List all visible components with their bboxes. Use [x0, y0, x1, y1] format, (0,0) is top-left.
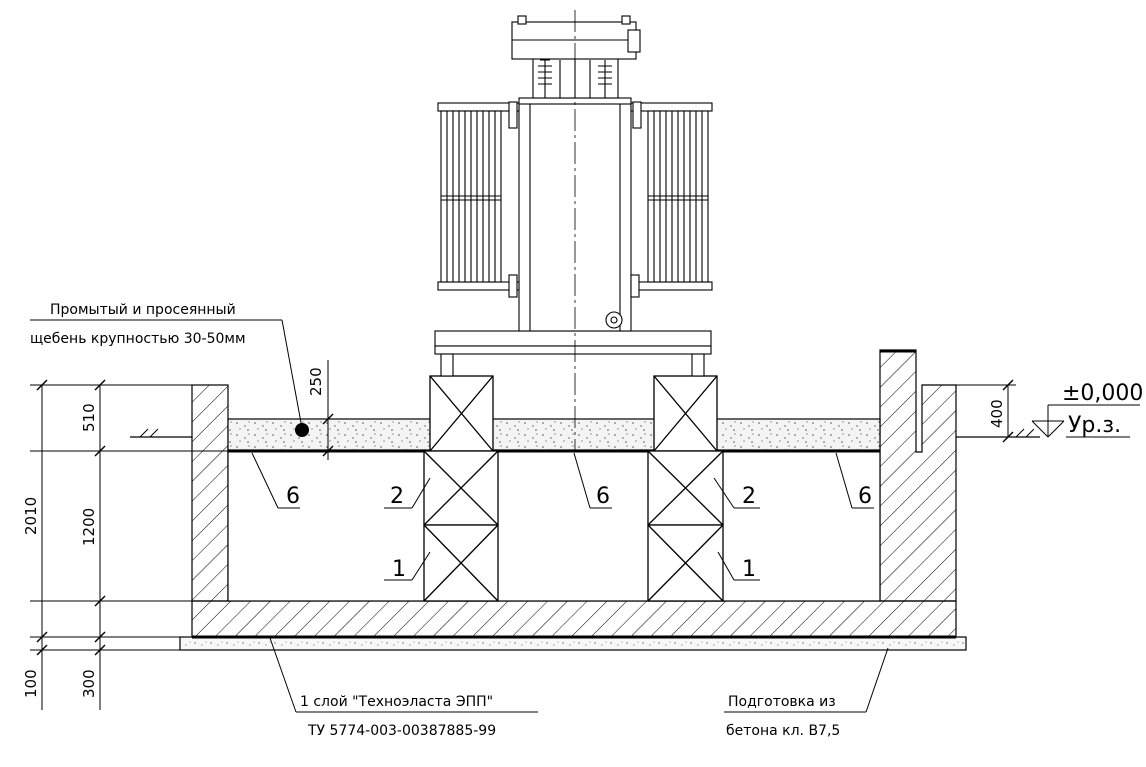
- position-label-1-right: 1: [742, 557, 756, 582]
- bottom-slab: [191, 600, 957, 638]
- dim-total: 2010: [22, 497, 40, 535]
- gravel-note-line1: Промытый и просеянный: [50, 302, 236, 318]
- transformer: [434, 15, 713, 377]
- dimension-lines: [30, 360, 1035, 710]
- dim-gravel: 250: [307, 367, 325, 396]
- base-note-line1: Подготовка из: [728, 694, 836, 710]
- dim-pit: 1200: [80, 508, 98, 546]
- radiator-left: [437, 101, 520, 298]
- dim-bottom-100: 100: [22, 669, 40, 698]
- level-marker: [1031, 404, 1140, 438]
- position-label-6-left: 6: [286, 484, 300, 509]
- ground-level-label: Ур.з.: [1068, 413, 1121, 438]
- base-note-line2: бетона кл. В7,5: [726, 723, 840, 739]
- membrane-note-line2: ТУ 5774-003-00387885-99: [307, 723, 496, 739]
- dim-top: 510: [80, 403, 98, 432]
- position-label-6-center: 6: [596, 484, 610, 509]
- position-label-2-right: 2: [742, 484, 756, 509]
- dim-bottom-300: 300: [80, 669, 98, 698]
- conservator: [511, 15, 641, 60]
- position-label-6-right: 6: [858, 484, 872, 509]
- gravel-note-line2: щебень крупностью 30-50мм: [30, 331, 246, 347]
- right-wall-inner: [879, 349, 957, 602]
- level-mark: ±0,000: [1062, 381, 1143, 406]
- position-label-1-left: 1: [392, 557, 406, 582]
- concrete-base: [179, 636, 967, 651]
- foundation: [130, 349, 1040, 651]
- position-label-2-left: 2: [390, 484, 404, 509]
- texts: Промытый и просеянный щебень крупностью …: [22, 302, 1143, 739]
- leader-dot: [295, 423, 309, 437]
- radiator-right: [630, 101, 713, 298]
- gravel-layer: [227, 418, 881, 451]
- membrane-note-line1: 1 слой "Техноэласта ЭПП": [300, 694, 493, 710]
- bushings: [532, 54, 619, 99]
- leader-lines: [30, 319, 889, 713]
- support-blocks: [423, 375, 724, 602]
- left-wall: [191, 384, 229, 602]
- dim-wall-above: 400: [988, 399, 1006, 428]
